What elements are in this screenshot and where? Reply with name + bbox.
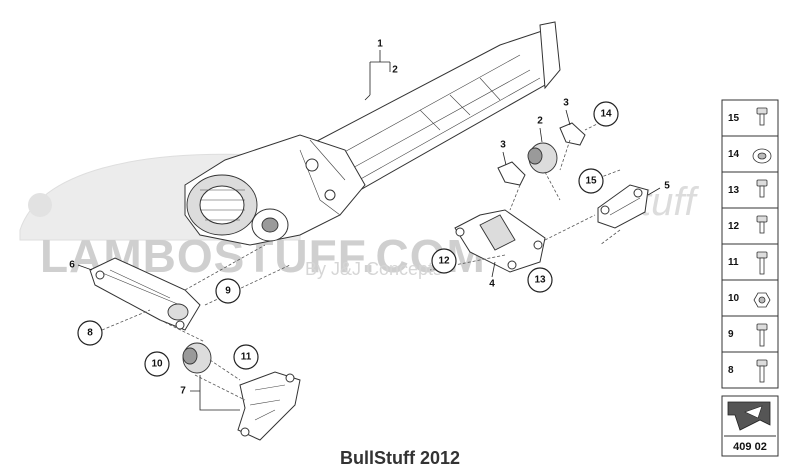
callout-7: 7 [180,386,186,397]
stud-bolt-icon [756,323,768,347]
legend-item: 9 [722,315,778,347]
legend-item: 14 [722,135,778,164]
legend-item-number: 9 [728,329,734,340]
svg-text:13: 13 [534,275,546,286]
svg-text:10: 10 [151,359,163,370]
hardware-legend: 15 14 13 12 11 10 9 8 [721,99,779,389]
svg-text:12: 12 [438,256,450,267]
callout-13: 13 [527,267,553,293]
svg-text:9: 9 [225,286,231,297]
transmission-housing [184,21,561,246]
assembly-lines [159,119,621,401]
bracket-part-6 [89,257,201,331]
legend-item: 12 [722,207,778,234]
callout-3-lower: 3 [500,140,506,151]
callout-14: 14 [593,101,619,127]
legend-item: 10 [722,279,778,308]
callout-12: 12 [431,248,457,274]
legend-item-number: 14 [728,149,740,160]
legend-item: 15 [728,107,768,126]
mount-part-7 [182,342,301,441]
bolt-icon [756,107,768,126]
nut-icon [753,292,771,308]
svg-text:14: 14 [600,109,612,120]
legend-item: 11 [722,243,778,275]
legend-item-number: 12 [728,221,740,232]
bracket-part-5 [597,184,649,229]
callout-2-housing: 2 [392,65,398,76]
legend-item-number: 10 [728,293,740,304]
svg-text:15: 15 [585,176,597,187]
callout-6: 6 [69,260,75,271]
watermark-subtext: By J&J Concepts [305,259,442,279]
callout-1: 1 [377,39,383,50]
legend-item: 8 [722,351,778,383]
screw-icon [756,215,768,234]
legend-item-number: 15 [728,113,740,124]
legend-item-number: 8 [728,365,734,376]
bushing-part-2 [497,122,586,186]
callout-8: 8 [77,320,103,346]
callout-4: 4 [489,279,495,290]
legend-item-number: 13 [728,185,740,196]
long-bolt-icon [756,251,768,275]
flange-bolt-icon [756,179,768,198]
callout-3-upper: 3 [563,98,569,109]
svg-text:8: 8 [87,328,93,339]
reference-label: 409 02 [733,441,767,453]
circled-callouts: 9 8 10 11 12 13 14 15 [77,101,619,377]
callout-11: 11 [233,344,259,370]
washer-icon [752,148,772,164]
mount-part-4 [454,209,546,273]
callout-2-bushing: 2 [537,116,543,127]
legend-item-number: 11 [728,257,739,268]
reference-box: 409 02 [721,395,779,457]
long-screw-icon [756,359,768,383]
callout-15: 15 [578,168,604,194]
footer-caption: BullStuff 2012 [339,448,461,468]
plain-callouts: 1 2 3 3 2 4 5 6 7 [69,39,670,411]
callout-5: 5 [664,181,670,192]
callout-10: 10 [144,351,170,377]
legend-item: 13 [722,171,778,198]
svg-text:11: 11 [241,352,252,363]
callout-9: 9 [215,278,241,304]
